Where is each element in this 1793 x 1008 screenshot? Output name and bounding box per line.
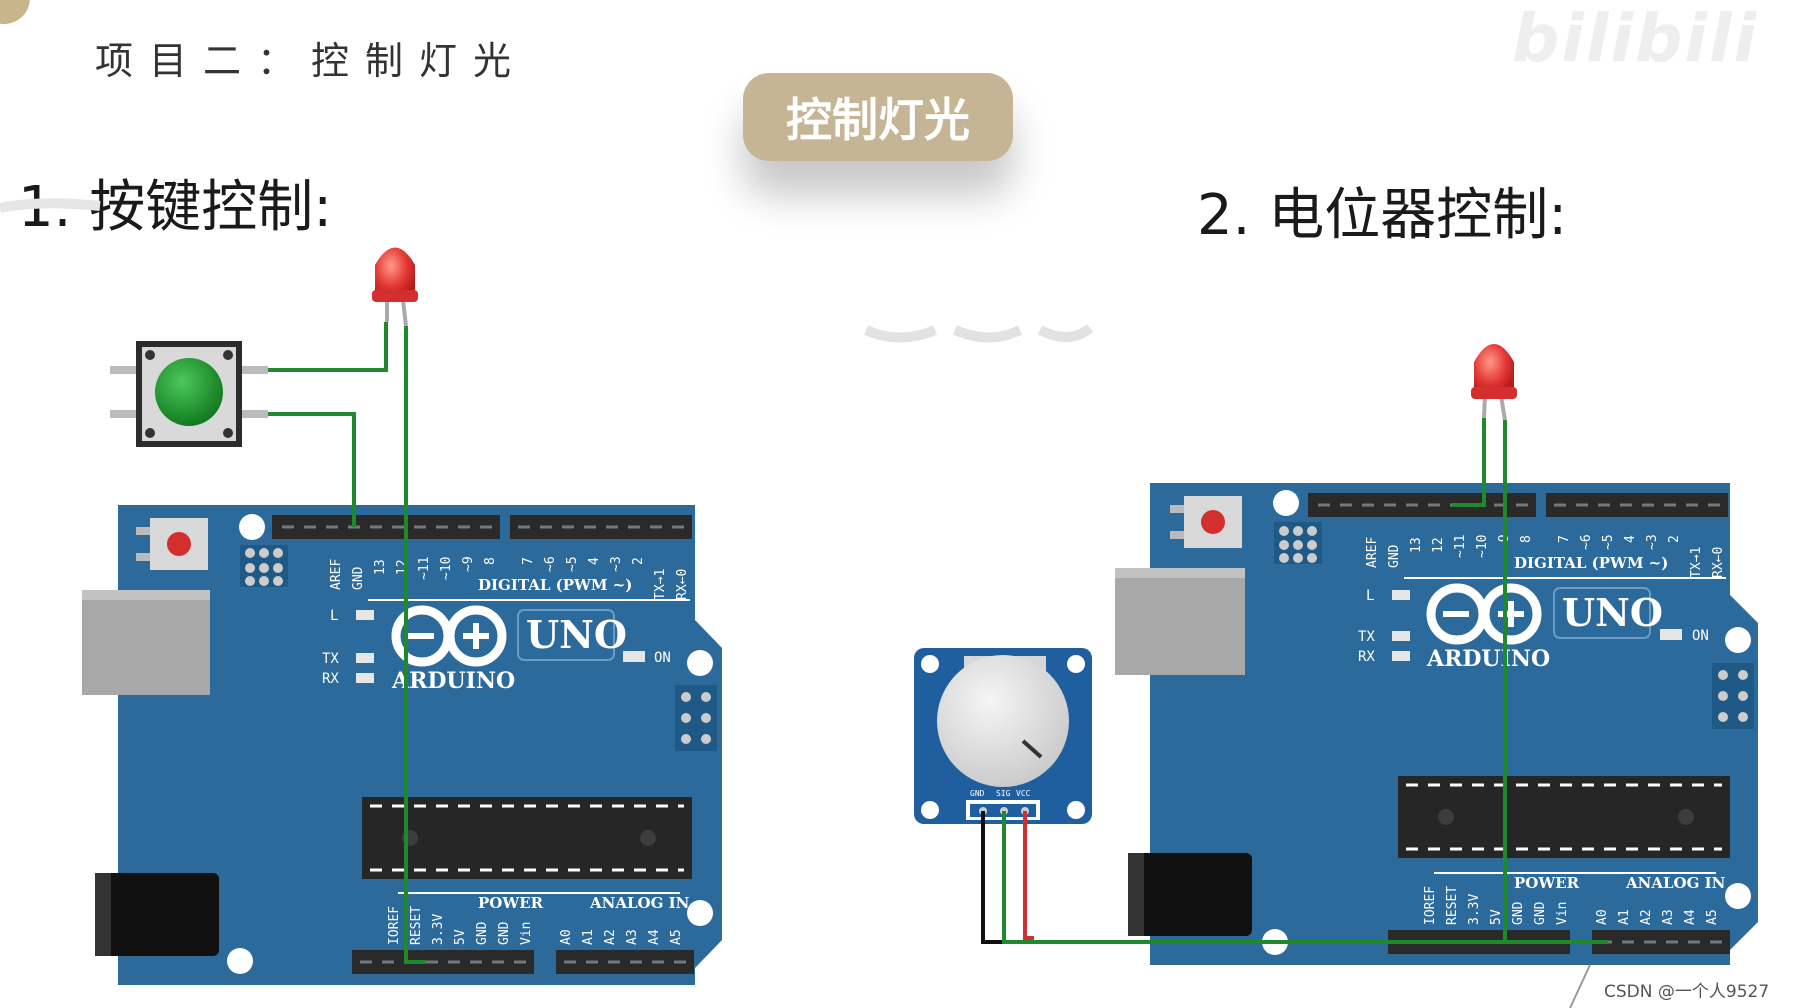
svg-text:GND: GND <box>1511 901 1526 925</box>
wires-right <box>981 418 1608 944</box>
svg-text:SIG: SIG <box>996 789 1011 798</box>
svg-text:A3: A3 <box>625 929 640 945</box>
svg-text:POWER: POWER <box>478 894 544 912</box>
svg-text:RESET: RESET <box>409 906 424 945</box>
svg-text:~5: ~5 <box>1601 534 1616 550</box>
bilibili-watermark: bilibili <box>1512 0 1759 77</box>
svg-text:TX: TX <box>1358 629 1375 645</box>
svg-text:~6: ~6 <box>543 556 558 572</box>
svg-text:ANALOG IN: ANALOG IN <box>589 894 690 912</box>
svg-text:RX←0: RX←0 <box>1711 547 1726 578</box>
svg-text:Vin: Vin <box>519 922 534 945</box>
svg-text:A2: A2 <box>603 929 618 945</box>
svg-text:~10: ~10 <box>1475 535 1490 558</box>
svg-text:ANALOG IN: ANALOG IN <box>1625 874 1726 892</box>
svg-text:GND: GND <box>497 921 512 945</box>
arduino-board-right: DIGITAL (PWM ~) AREF GND 13 12 ~11 ~10 ~… <box>1115 483 1758 965</box>
svg-text:5V: 5V <box>1489 909 1504 925</box>
svg-text:GND: GND <box>475 921 490 945</box>
svg-text:L: L <box>1366 588 1374 604</box>
svg-text:ON: ON <box>654 650 671 666</box>
push-button-component <box>110 341 268 447</box>
svg-text:~11: ~11 <box>417 557 432 580</box>
svg-text:8: 8 <box>483 557 498 565</box>
svg-text:5V: 5V <box>453 929 468 945</box>
svg-text:13: 13 <box>373 559 388 575</box>
svg-text:~6: ~6 <box>1579 534 1594 550</box>
svg-text:A1: A1 <box>581 929 596 945</box>
svg-text:~11: ~11 <box>1453 535 1468 558</box>
svg-text:~9: ~9 <box>461 556 476 572</box>
svg-text:A0: A0 <box>1595 909 1610 925</box>
svg-text:2: 2 <box>631 557 646 565</box>
svg-text:~3: ~3 <box>609 556 624 572</box>
svg-text:~10: ~10 <box>439 557 454 580</box>
section-title-potentiometer-control: 2. 电位器控制: <box>1197 183 1568 248</box>
digital-label: DIGITAL (PWM ~) <box>478 576 632 594</box>
svg-text:4: 4 <box>587 557 602 565</box>
svg-text:TX: TX <box>322 651 339 667</box>
svg-text:DIGITAL (PWM ~): DIGITAL (PWM ~) <box>1514 554 1668 572</box>
svg-text:GND: GND <box>970 789 985 798</box>
project-title: 项目二：控制灯光 <box>95 39 528 83</box>
svg-text:GND: GND <box>351 566 366 590</box>
svg-text:7: 7 <box>1557 535 1572 543</box>
svg-text:ARDUINO: ARDUINO <box>1426 646 1550 672</box>
csdn-credit-watermark: CSDN @一个人9527 <box>1604 982 1770 1002</box>
svg-text:RESET: RESET <box>1445 886 1460 925</box>
svg-text:A4: A4 <box>1683 909 1698 925</box>
decor-stroke <box>863 323 1094 343</box>
wires-left <box>268 322 426 964</box>
svg-text:12: 12 <box>1431 537 1446 553</box>
svg-text:ON: ON <box>1692 628 1709 644</box>
svg-text:RX: RX <box>1358 649 1375 665</box>
arduino-board-left: DIGITAL (PWM ~) AREF GND 13 12 ~11 ~10 ~… <box>82 505 722 985</box>
svg-text:UNO: UNO <box>1562 590 1663 635</box>
svg-text:A0: A0 <box>559 929 574 945</box>
decor-stroke <box>0 198 101 213</box>
svg-text:RX: RX <box>322 671 339 687</box>
svg-text:~5: ~5 <box>565 556 580 572</box>
led-right <box>1471 344 1517 421</box>
svg-text:IOREF: IOREF <box>387 906 402 945</box>
svg-text:A5: A5 <box>669 929 684 945</box>
svg-text:3.3V: 3.3V <box>431 914 446 945</box>
svg-text:IOREF: IOREF <box>1423 886 1438 925</box>
svg-text:4: 4 <box>1623 535 1638 543</box>
svg-text:TX→1: TX→1 <box>1689 547 1704 578</box>
svg-text:GND: GND <box>1533 901 1548 925</box>
svg-text:Vin: Vin <box>1555 902 1570 925</box>
svg-text:L: L <box>330 608 338 624</box>
svg-text:7: 7 <box>521 557 536 565</box>
svg-text:3.3V: 3.3V <box>1467 894 1482 925</box>
svg-text:POWER: POWER <box>1514 874 1580 892</box>
potentiometer-module: GND SIG VCC <box>914 648 1092 824</box>
svg-text:A1: A1 <box>1617 909 1632 925</box>
svg-text:A2: A2 <box>1639 909 1654 925</box>
svg-text:~3: ~3 <box>1645 534 1660 550</box>
svg-text:8: 8 <box>1519 535 1534 543</box>
arduino-brand-label: ARDUINO <box>391 668 515 694</box>
svg-text:13: 13 <box>1409 537 1424 553</box>
uno-label: UNO <box>526 612 627 657</box>
svg-text:RX←0: RX←0 <box>675 569 690 600</box>
svg-text:A4: A4 <box>647 929 662 945</box>
svg-text:TX→1: TX→1 <box>653 569 668 600</box>
svg-text:2: 2 <box>1667 535 1682 543</box>
svg-text:AREF: AREF <box>1365 537 1380 568</box>
svg-text:A3: A3 <box>1661 909 1676 925</box>
svg-text:AREF: AREF <box>329 559 344 590</box>
svg-text:VCC: VCC <box>1016 789 1031 798</box>
svg-text:A5: A5 <box>1705 909 1720 925</box>
svg-text:GND: GND <box>1387 544 1402 568</box>
decor-line <box>1569 964 1591 1008</box>
led-left <box>372 247 418 327</box>
center-title-badge: 控制灯光 <box>743 73 1013 161</box>
